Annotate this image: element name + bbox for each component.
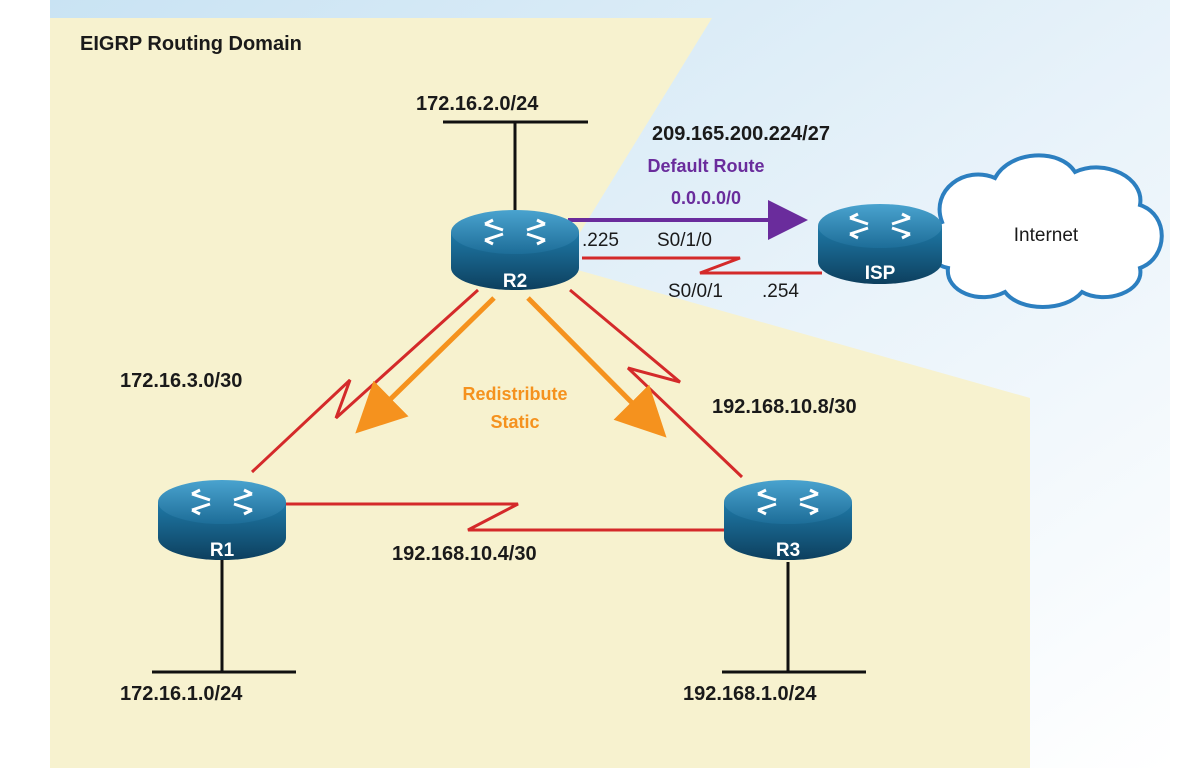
router-isp-label: ISP xyxy=(865,263,896,284)
isp-interface-label: S0/0/1 xyxy=(668,281,723,302)
router-r3-label: R3 xyxy=(776,540,800,561)
serial-link-r1-r2 xyxy=(250,288,480,474)
r2-host-address: .225 xyxy=(582,230,619,251)
redistribute-arrow-r1 xyxy=(355,296,496,434)
r1-lan-label: 172.16.1.0/24 xyxy=(120,683,243,705)
serial-link-r2-r3 xyxy=(569,288,744,479)
router-r1-icon xyxy=(158,480,286,560)
router-r2-icon xyxy=(451,210,579,290)
r1-r3-network-label: 192.168.10.4/30 xyxy=(392,543,537,565)
isp-host-address: .254 xyxy=(762,281,799,302)
redistribute-label-line2: Static xyxy=(490,412,539,432)
default-route-label: Default Route xyxy=(648,156,765,176)
domain-title: EIGRP Routing Domain xyxy=(80,33,302,55)
eigrp-domain-area xyxy=(50,18,1030,768)
redistribute-label-line1: Redistribute xyxy=(462,384,567,404)
router-isp-icon xyxy=(818,204,942,284)
r2-interface-label: S0/1/0 xyxy=(657,230,712,251)
router-r3-icon xyxy=(724,480,852,560)
router-r2-label: R2 xyxy=(503,271,527,292)
internet-cloud-icon xyxy=(923,153,1164,309)
r3-lan-label: 192.168.1.0/24 xyxy=(683,683,817,705)
r1-r2-network-label: 172.16.3.0/30 xyxy=(120,370,242,392)
serial-link-r2-isp xyxy=(582,256,822,275)
r2-r3-network-label: 192.168.10.8/30 xyxy=(712,396,857,418)
serial-link-r1-r3 xyxy=(286,502,724,532)
router-r1-label: R1 xyxy=(210,540,235,561)
default-route-prefix: 0.0.0.0/0 xyxy=(671,188,741,208)
r2-lan-label: 172.16.2.0/24 xyxy=(416,93,539,115)
redistribute-arrow-r3 xyxy=(526,296,667,438)
internet-label: Internet xyxy=(1014,225,1079,246)
r2-isp-network-label: 209.165.200.224/27 xyxy=(652,123,830,145)
